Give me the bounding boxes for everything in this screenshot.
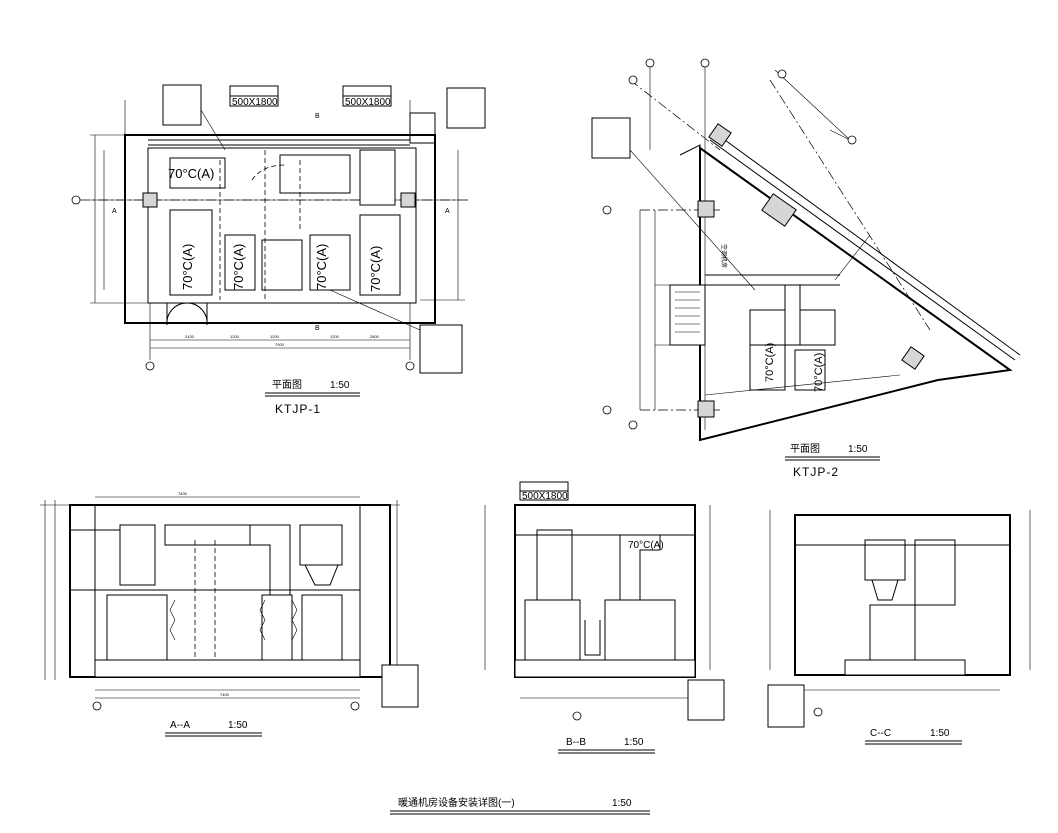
axis-bubble-icon bbox=[628, 75, 638, 85]
section-b-scale: 1:50 bbox=[624, 737, 644, 748]
section-mark: A bbox=[445, 208, 450, 215]
svg-text:1200: 1200 bbox=[330, 334, 340, 339]
axis-bubble-icon bbox=[602, 405, 612, 415]
sheet-scale: 1:50 bbox=[612, 798, 632, 809]
plan2-temp-label: 70°C(A) bbox=[813, 353, 825, 392]
axis-bubble-icon bbox=[813, 707, 823, 717]
svg-text:7400: 7400 bbox=[178, 491, 188, 496]
section-b-b: 500X1800 70°C(A) B--B 1:50 bbox=[484, 481, 725, 754]
sheet-title: 暖通机房设备安装详图(一) bbox=[398, 796, 515, 809]
section-a-note-box bbox=[381, 664, 419, 708]
plan-ktjp-1: 2420 1200 1200 1200 2800 7000 500X1800 5… bbox=[71, 84, 486, 416]
plan1-note-box bbox=[446, 87, 486, 129]
section-c-note-box bbox=[767, 684, 805, 728]
plan1-unit-top-left bbox=[169, 157, 226, 189]
plan2-code: KTJP-2 bbox=[793, 465, 839, 479]
plan1-code: KTJP-1 bbox=[275, 402, 321, 416]
axis-bubble-icon bbox=[92, 701, 102, 711]
section-a-title: A--A bbox=[170, 720, 190, 731]
axis-bubble-icon bbox=[628, 420, 638, 430]
axis-bubble-icon bbox=[71, 195, 81, 205]
svg-text:1200: 1200 bbox=[230, 334, 240, 339]
axis-bubble-icon bbox=[405, 361, 415, 371]
column bbox=[697, 200, 715, 218]
section-b-duct-label: 500X1800 bbox=[522, 491, 568, 502]
plan1-shaft bbox=[409, 112, 436, 144]
section-b-title: B--B bbox=[566, 737, 586, 748]
column bbox=[142, 192, 158, 208]
axis-bubble-icon bbox=[847, 135, 857, 145]
plan2-room-label: 空调机房 bbox=[720, 244, 728, 268]
plan1-duct-tag-1 bbox=[229, 85, 279, 97]
plan-ktjp-2: 70°C(A) 70°C(A) 空调机房 平面图 1:50 KTJP-2 bbox=[591, 58, 1021, 479]
svg-text:2800: 2800 bbox=[370, 334, 380, 339]
plan1-room-outline bbox=[124, 134, 436, 324]
plan1-temp-label: 70°C(A) bbox=[231, 244, 246, 290]
section-mark: B bbox=[315, 325, 320, 332]
section-a-a: 7400 7400 A--A 1:50 bbox=[40, 491, 419, 737]
plan1-note-box bbox=[419, 324, 463, 374]
axis-bubble-icon bbox=[572, 711, 582, 721]
axis-bubble-icon bbox=[700, 58, 710, 68]
sheet-title-block: 暖通机房设备安装详图(一) 1:50 bbox=[390, 796, 650, 815]
plan1-temp-label: 70°C(A) bbox=[314, 244, 329, 290]
section-c-scale: 1:50 bbox=[930, 728, 950, 739]
plan1-temp-label: 70°C(A) bbox=[368, 246, 383, 292]
plan1-temp-label: 70°C(A) bbox=[180, 244, 195, 290]
plan2-scale: 1:50 bbox=[848, 444, 868, 455]
axis-bubble-icon bbox=[602, 205, 612, 215]
section-c-c: C--C 1:50 bbox=[767, 510, 1031, 745]
axis-bubble-icon bbox=[350, 701, 360, 711]
column bbox=[697, 400, 715, 418]
svg-text:2420: 2420 bbox=[185, 334, 195, 339]
axis-bubble-icon bbox=[645, 58, 655, 68]
section-c-title: C--C bbox=[870, 728, 891, 739]
svg-text:7400: 7400 bbox=[220, 692, 230, 697]
plan1-duct-label-1: 500X1800 bbox=[232, 97, 278, 108]
plan2-triangle-room bbox=[699, 146, 1013, 442]
column bbox=[400, 192, 416, 208]
plan2-title: 平面图 bbox=[790, 443, 820, 455]
section-b-temp-label: 70°C(A) bbox=[628, 540, 664, 551]
plan1-note-box bbox=[162, 84, 202, 126]
axis-bubble-icon bbox=[145, 361, 155, 371]
section-mark: B bbox=[315, 113, 320, 120]
plan1-scale: 1:50 bbox=[330, 380, 350, 391]
plan1-duct-label-2: 500X1800 bbox=[345, 97, 391, 108]
plan2-note-box bbox=[591, 117, 631, 159]
svg-text:1200: 1200 bbox=[270, 334, 280, 339]
section-b-note-box bbox=[687, 679, 725, 721]
plan1-temp-label: 70°C(A) bbox=[168, 166, 214, 181]
plan1-title: 平面图 bbox=[272, 379, 302, 391]
plan1-inner-wall bbox=[147, 147, 417, 304]
svg-text:7000: 7000 bbox=[275, 342, 285, 347]
section-mark: A bbox=[112, 208, 117, 215]
axis-bubble-icon bbox=[777, 69, 787, 79]
plan2-temp-label: 70°C(A) bbox=[764, 343, 776, 382]
section-a-scale: 1:50 bbox=[228, 720, 248, 731]
